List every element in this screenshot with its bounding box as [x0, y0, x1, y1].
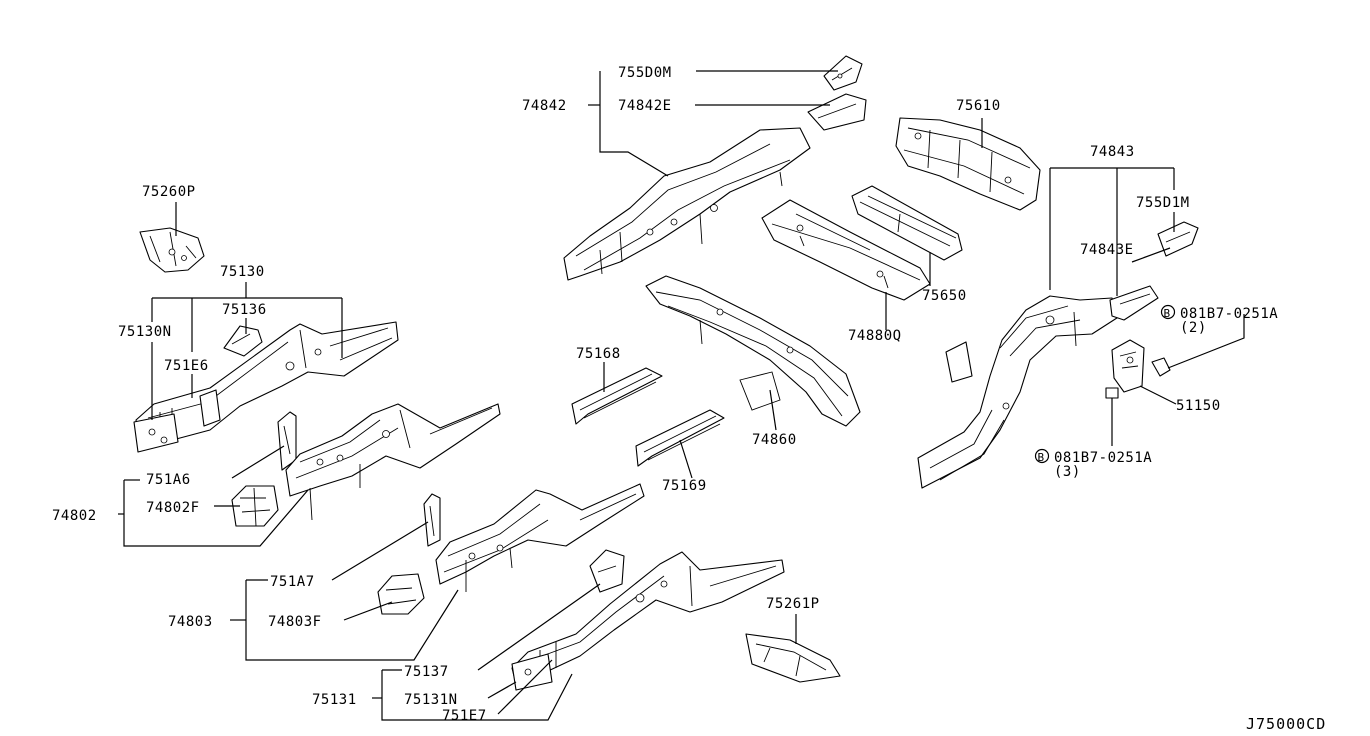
part-75260P: [139, 227, 205, 273]
label-74803F: 74803F: [268, 614, 322, 630]
label-75650: 75650: [922, 288, 967, 304]
bolt-symbol-lower: B: [1034, 448, 1050, 464]
label-081B7-0251A-lower: 081B7-0251A: [1054, 450, 1152, 466]
part-751A7: [423, 493, 441, 547]
leader-lines: [118, 70, 1245, 721]
part-74880Q-cross-member: [761, 199, 931, 301]
part-75169: [635, 409, 725, 467]
part-751A6: [277, 411, 297, 471]
label-75261P: 75261P: [766, 596, 820, 612]
part-75131-rear-side-member: [511, 551, 785, 691]
label-75131N: 75131N: [404, 692, 458, 708]
part-labels: 755D0M 74842 74842E 75610 74843 755D1M 7…: [52, 65, 1326, 733]
part-75261P: [745, 633, 841, 683]
label-75137: 75137: [404, 664, 449, 680]
label-75131: 75131: [312, 692, 357, 708]
part-755D0M: [823, 55, 863, 91]
label-75610: 75610: [956, 98, 1001, 114]
label-081B7-0251A-upper: 081B7-0251A: [1180, 306, 1278, 322]
label-75169: 75169: [662, 478, 707, 494]
part-74802-front-side-member: [285, 403, 501, 521]
part-75137: [589, 549, 625, 593]
label-75260P: 75260P: [142, 184, 196, 200]
label-081B7-0251A-lower-qty: (3): [1054, 464, 1081, 480]
part-74842-front-side-member: [563, 127, 811, 281]
label-74842E: 74842E: [618, 98, 672, 114]
label-75130N: 75130N: [118, 324, 172, 340]
label-751E6: 751E6: [164, 358, 209, 374]
part-74843-rear-side-member: [917, 295, 1121, 489]
label-74803: 74803: [168, 614, 213, 630]
part-51150-mount: [1111, 339, 1145, 393]
label-751A6: 751A6: [146, 472, 191, 488]
part-755D1M: [1157, 221, 1199, 257]
label-081B7-0251A-upper-qty: (2): [1180, 320, 1207, 336]
part-74843E: [1109, 285, 1159, 321]
bolt-symbol-upper: B: [1160, 304, 1176, 320]
label-75136: 75136: [222, 302, 267, 318]
label-74842: 74842: [522, 98, 567, 114]
bolt-symbol-upper-letter: B: [1164, 307, 1171, 320]
label-74843E: 74843E: [1080, 242, 1134, 258]
part-74803-front-side-member: [435, 483, 645, 592]
label-751A7: 751A7: [270, 574, 315, 590]
label-755D1M: 755D1M: [1136, 195, 1190, 211]
part-75168: [571, 367, 663, 425]
label-74802: 74802: [52, 508, 97, 524]
label-74880Q: 74880Q: [848, 328, 902, 344]
label-51150: 51150: [1176, 398, 1221, 414]
label-75130: 75130: [220, 264, 265, 280]
label-74802F: 74802F: [146, 500, 200, 516]
bolt-081B7-0251A-upper: [1151, 357, 1171, 377]
bolt-081B7-0251A-lower: [1105, 387, 1119, 412]
part-74860-center-member: [645, 275, 861, 427]
diagram-code: J75000CD: [1246, 715, 1326, 733]
part-75610-rear-panel: [895, 117, 1041, 211]
label-755D0M: 755D0M: [618, 65, 672, 81]
label-74843: 74843: [1090, 144, 1135, 160]
part-74802F: [231, 485, 279, 527]
part-75136: [223, 325, 263, 357]
bolt-symbol-lower-letter: B: [1038, 451, 1045, 464]
label-75168: 75168: [576, 346, 621, 362]
label-74860: 74860: [752, 432, 797, 448]
part-74803F: [377, 573, 425, 615]
label-751E7: 751E7: [442, 708, 487, 724]
part-75130-front-side-member: [133, 321, 399, 453]
part-75650-cross-member: [851, 185, 963, 261]
part-74842E: [807, 93, 867, 131]
